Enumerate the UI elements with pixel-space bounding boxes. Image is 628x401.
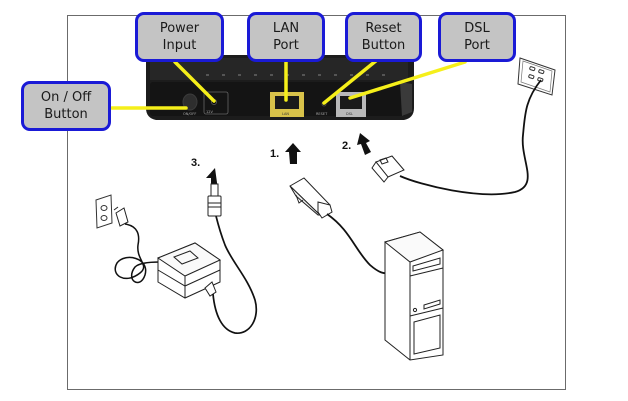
dc-cord (212, 215, 258, 334)
callout-reset-button: Reset Button (345, 12, 422, 62)
router-label-dsl: DSL (346, 112, 353, 116)
ethernet-plug (289, 177, 333, 219)
mains-cord (114, 223, 161, 284)
callout-line: DSL (464, 21, 490, 36)
callout-line: LAN (272, 21, 300, 36)
power-wall-outlet (95, 194, 113, 229)
computer-tower (383, 231, 445, 361)
step-label-1: 1. (270, 148, 280, 160)
router-label-onoff: ON/OFF (183, 112, 196, 116)
dsl-plug (371, 155, 405, 183)
power-plug (113, 206, 129, 227)
step-label-2: 2. (342, 140, 352, 152)
leader-lines (110, 58, 467, 110)
power-jack (203, 91, 229, 115)
callout-line: Input (162, 38, 197, 53)
callout-line: Port (464, 38, 490, 53)
leader-power (173, 60, 216, 103)
callout-power-input: Power Input (135, 12, 224, 62)
arrow-step-2 (357, 133, 371, 155)
router-label-lan: LAN (282, 112, 289, 116)
callout-line: Reset (365, 21, 402, 36)
arrow-step-1 (285, 143, 301, 164)
callout-line: Port (273, 38, 299, 53)
dc-barrel-plug (207, 183, 222, 217)
callout-dsl-port: DSL Port (438, 12, 516, 62)
on-off-switch (182, 93, 198, 111)
dsl-wall-jack (517, 57, 556, 96)
callout-on-off-button: On / Off Button (21, 81, 111, 131)
router-label-power: 12V (206, 110, 213, 114)
ethernet-cable (326, 213, 389, 275)
step-label-3: 3. (191, 157, 201, 169)
power-adapter (156, 242, 222, 299)
callout-line: On / Off (40, 90, 92, 105)
callout-line: Power (159, 21, 200, 36)
callout-line: Button (44, 107, 88, 122)
leader-reset (322, 58, 379, 105)
router-label-reset: RESET (316, 112, 328, 116)
callout-lan-port: LAN Port (247, 12, 325, 62)
leader-dsl (348, 60, 467, 100)
callout-line: Button (361, 38, 406, 53)
dsl-cable (399, 79, 542, 196)
